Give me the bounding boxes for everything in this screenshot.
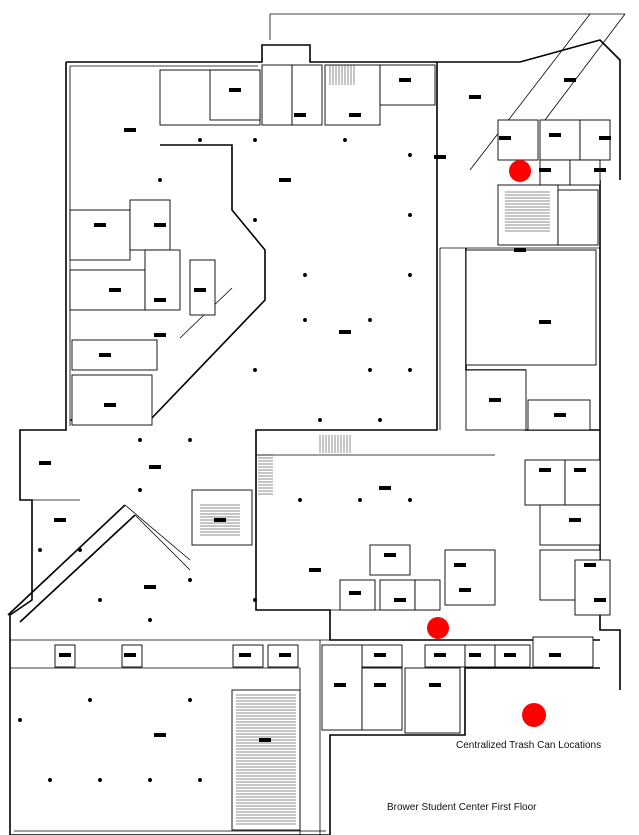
column-markers <box>18 138 412 782</box>
rooms <box>54 64 611 831</box>
trash-can-markers <box>427 160 546 727</box>
room-tags <box>39 78 611 742</box>
trash-can-legend-marker <box>522 703 546 727</box>
trash-can-marker-central <box>427 617 449 639</box>
trash-can-marker-north-east <box>509 160 531 182</box>
legend-label: Centralized Trash Can Locations <box>456 740 602 751</box>
map-title: Brower Student Center First Floor <box>387 802 537 813</box>
stairs-and-seating <box>200 65 550 825</box>
